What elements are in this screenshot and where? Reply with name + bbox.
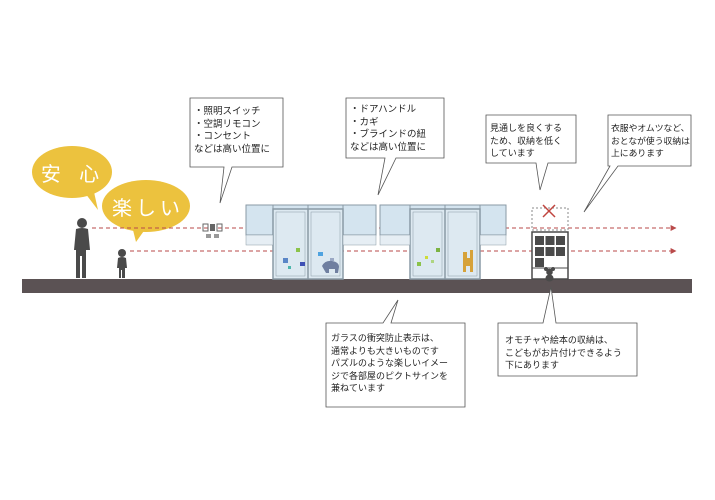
storage-shelf: [531, 207, 569, 280]
callout-glass-line: 通常よりも大きいものです: [331, 346, 439, 357]
bubble-anshin-label: 安 心: [40, 162, 106, 186]
switch-panel-icon: [202, 223, 223, 238]
person-child-icon: [117, 249, 127, 278]
callout-storage-low-line: 見通しを良くする: [490, 124, 563, 134]
callout-switch-line: ・照明スイッチ: [194, 106, 261, 117]
callout-door-line: などは高い位置に: [350, 141, 427, 153]
callout-switch-text: ・照明スイッチ ・空調リモコン ・コンセント などは高い位置に: [194, 106, 270, 156]
callout-switch-box: [189, 97, 284, 204]
callout-switch-line: などは高い位置に: [194, 143, 271, 155]
callout-toys-text: オモチャや絵本の収納は、 こどもがお片付けできるよう 下にあります: [505, 335, 622, 373]
callout-storage-low-box: [485, 114, 577, 191]
bubble-tanoshii: [102, 180, 190, 242]
callout-storage-low-line: しています: [490, 149, 535, 159]
callout-glass-line: ガラスの衝突防止表示は、: [331, 334, 439, 344]
glass-partition-right: [379, 204, 507, 280]
callout-storage-low-line: ため、収納を低く: [490, 136, 563, 147]
callout-door-line: ・カギ: [350, 116, 379, 128]
glass-decal-right: [417, 248, 473, 272]
callout-storage-adult-line: おとなが使う収納は: [611, 136, 690, 147]
bubble-anshin: [32, 146, 112, 210]
person-adult-icon: [74, 218, 90, 278]
callout-toys-line: こどもがお片付けできるよう: [505, 348, 622, 359]
callout-glass-text: ガラスの衝突防止表示は、 通常よりも大きいものです パズルのような楽しいイメー …: [331, 333, 448, 396]
callout-toys-box: [497, 286, 638, 377]
callout-storage-adult-line: 衣服やオムツなど、: [611, 124, 690, 134]
cross-mark-icon: [542, 204, 556, 218]
callout-glass-line: 兼ねています: [331, 384, 386, 394]
callout-door-text: ・ドアハンドル ・カギ ・ブラインドの紐 などは高い位置に: [350, 104, 426, 154]
callout-storage-adult-box: [583, 114, 692, 213]
callout-switch-line: ・コンセント: [194, 131, 252, 142]
callout-toys-line: 下にあります: [505, 361, 560, 371]
callout-storage-low-text: 見通しを良くする ため、収納を低く しています: [490, 123, 562, 161]
callout-toys-line: オモチャや絵本の収納は、: [505, 336, 613, 346]
glass-partition-left: [245, 204, 377, 280]
callout-storage-adult-text: 衣服やオムツなど、 おとなが使う収納は 上にあります: [611, 123, 690, 161]
callout-door-box: [345, 97, 445, 196]
callout-door-line: ・ドアハンドル: [350, 104, 417, 115]
glass-decal-left: [283, 248, 339, 273]
callout-door-line: ・ブラインドの紐: [350, 129, 427, 140]
callout-switch-line: ・空調リモコン: [194, 118, 261, 130]
callout-glass-line: ジで各部屋のピクトサインを: [331, 371, 449, 382]
callout-glass-box: [325, 299, 466, 408]
bubble-tanoshii-label: 楽しい: [112, 196, 184, 220]
teddy-bear-icon: [544, 267, 555, 282]
ground-line: [22, 279, 692, 293]
callout-storage-adult-line: 上にあります: [611, 149, 664, 159]
callout-glass-line: パズルのような楽しいイメー: [331, 359, 449, 369]
